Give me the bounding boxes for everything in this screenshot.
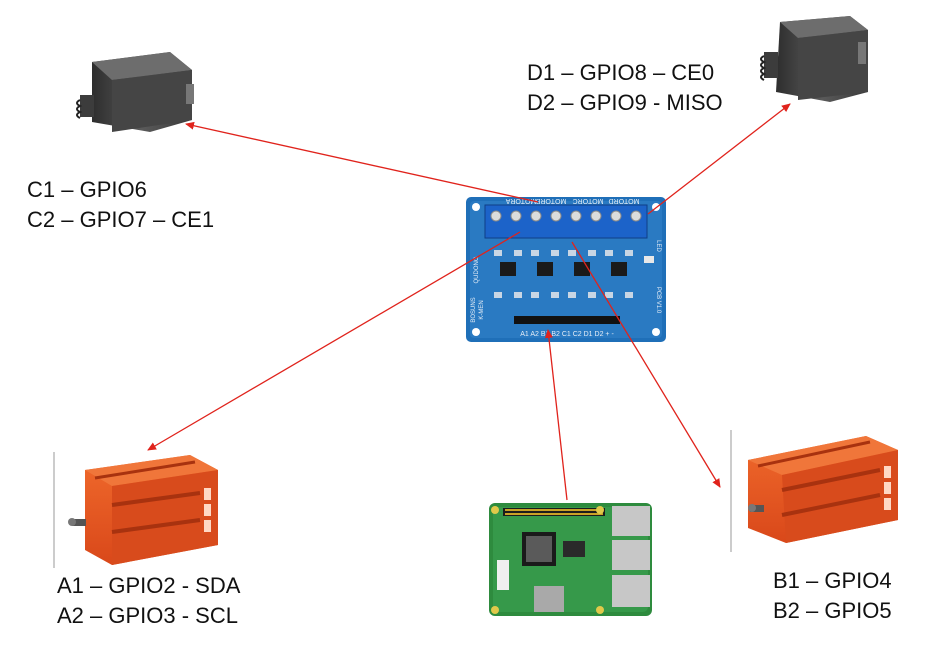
arrow-to-motor-d (647, 103, 791, 215)
arrow-to-motor-a (147, 231, 521, 451)
motor-c-line-2: C2 – GPIO7 – CE1 (27, 207, 215, 232)
arrow-to-motor-b (571, 241, 721, 488)
board-brand-bosuns: BOSUNS (471, 297, 477, 322)
raspberry-pi-board (489, 503, 652, 616)
terminal-label-b: MOTORB (535, 197, 566, 204)
board-version: PCB V1.0 (655, 287, 661, 314)
motor-a-line-1: A1 – GPIO2 - SDA (57, 573, 241, 598)
motor-d-line-2: D2 – GPIO9 - MISO (527, 90, 723, 115)
pin-label-row: A1 A2 B1 B2 C1 C2 D1 D2 + - (520, 331, 614, 338)
motor-b-line-1: B1 – GPIO4 (773, 568, 892, 593)
pin-header (514, 316, 620, 324)
board-brand-qudong: QUDONG (474, 256, 480, 283)
servo-motor-c (76, 52, 194, 132)
motor-b-label: B1 – GPIO4 B2 – GPIO5 (773, 566, 892, 626)
arrow-to-motor-c (185, 121, 539, 203)
motor-a-line-2: A2 – GPIO3 - SCL (57, 603, 238, 628)
terminal-label-d: MOTORD (609, 197, 640, 204)
board-brand-kmen: K-MEN (479, 300, 485, 319)
motor-d-label: D1 – GPIO8 – CE0 D2 – GPIO9 - MISO (527, 58, 723, 118)
terminal-block (484, 204, 648, 239)
motor-a-label: A1 – GPIO2 - SDA A2 – GPIO3 - SCL (57, 571, 240, 631)
motor-b-line-2: B2 – GPIO5 (773, 598, 892, 623)
terminal-label-c: MOTORC (573, 197, 604, 204)
terminal-label-a: MOTORA (505, 197, 536, 204)
motor-d-line-1: D1 – GPIO8 – CE0 (527, 60, 715, 85)
motor-c-label: C1 – GPIO6 C2 – GPIO7 – CE1 (27, 175, 214, 235)
motor-b (730, 430, 898, 552)
motor-driver-board (466, 197, 666, 342)
connection-arrows (147, 103, 791, 501)
arrow-pi-to-board (544, 329, 568, 501)
board-led-label: LED (655, 240, 661, 252)
motor-a (53, 452, 218, 568)
servo-motor-d (760, 16, 868, 102)
motor-c-line-1: C1 – GPIO6 (27, 177, 147, 202)
